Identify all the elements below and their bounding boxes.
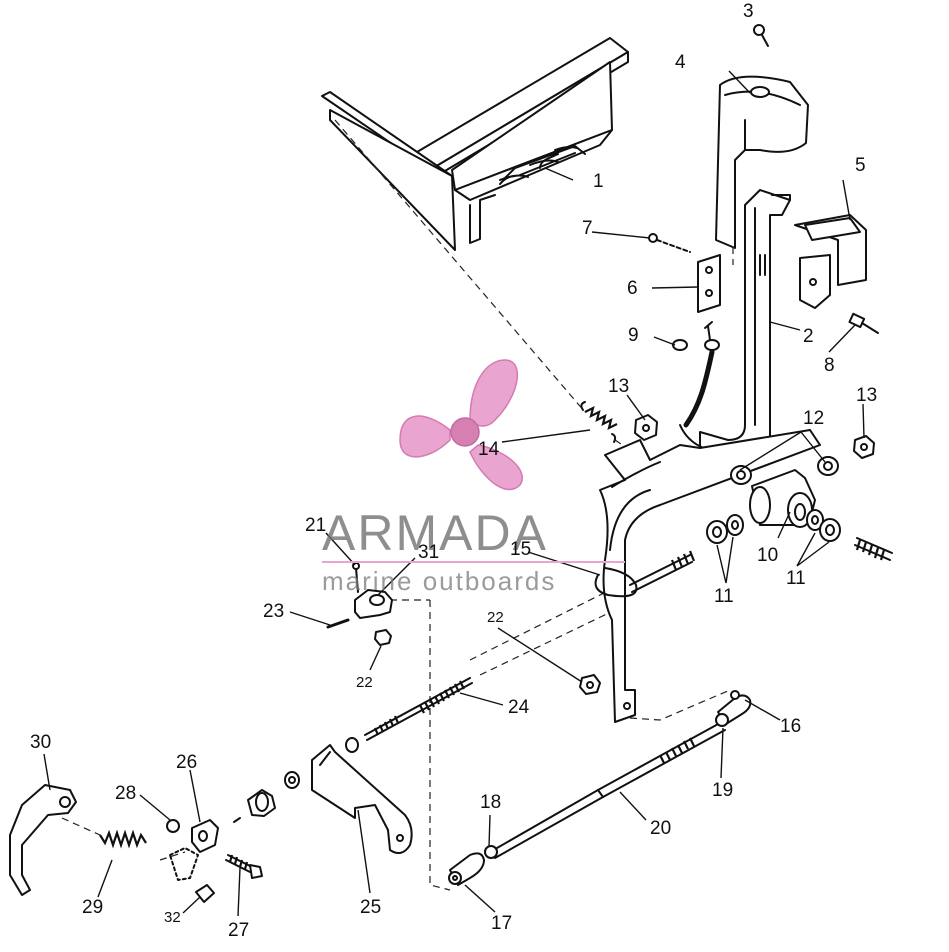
part-30-lever [9, 784, 77, 896]
callout-16: 16 [780, 716, 801, 737]
callout-9: 9 [628, 325, 639, 346]
part-1-frame-bracket [321, 37, 629, 251]
callout-13b: 13 [856, 385, 877, 406]
part-24-threaded-rod [364, 677, 473, 741]
part-12-washers [730, 456, 839, 485]
callout-21: 21 [305, 515, 326, 536]
part-26-clevis [191, 819, 219, 853]
part-shift-lever [599, 429, 821, 723]
propeller-blade-right [469, 444, 523, 491]
callout-6: 6 [627, 278, 638, 299]
part-7-screw [648, 233, 691, 253]
propeller-hub [450, 417, 480, 447]
part-3-screw [753, 24, 769, 47]
callout-24: 24 [508, 697, 530, 718]
part-15-clip [594, 567, 638, 598]
threaded-studs [629, 537, 893, 593]
part-6-plate [697, 254, 721, 313]
watermark-brand: ARMADA [322, 505, 548, 561]
callout-10: 10 [757, 545, 778, 566]
callout-29: 29 [82, 897, 103, 918]
propeller-blade-top [469, 359, 519, 427]
callout-23: 23 [263, 601, 284, 622]
part-11-washers [706, 509, 841, 544]
watermark-subtitle: marine outboards [322, 566, 556, 596]
callout-26: 26 [176, 752, 197, 773]
callout-30: 30 [30, 732, 51, 753]
callout-1: 1 [593, 171, 604, 192]
part-18-nut [484, 845, 498, 859]
callout-17: 17 [491, 913, 512, 934]
callout-25: 25 [360, 897, 381, 918]
callout-20: 20 [650, 818, 671, 839]
propeller-blade-left [399, 415, 451, 458]
part-31-pivot-bracket [354, 589, 393, 619]
callout-18: 18 [480, 792, 501, 813]
part-22-nut-b [579, 674, 601, 695]
part-32-fitting [169, 847, 215, 903]
callout-7: 7 [582, 218, 593, 239]
part-4-handle-cap [715, 75, 809, 249]
part-20-rod [489, 722, 726, 859]
callout-4: 4 [675, 52, 686, 73]
part-29-spring [99, 829, 147, 849]
part-9-washer [672, 321, 720, 351]
part-14-spring [580, 401, 618, 443]
callout-15: 15 [510, 539, 531, 560]
part-28-nut [166, 819, 180, 833]
part-8-screw [848, 312, 879, 334]
callout-19: 19 [712, 780, 733, 801]
watermark-propeller-logo [399, 359, 523, 491]
part-13-nuts [634, 414, 875, 459]
callout-11a: 11 [714, 586, 734, 607]
callout-27: 27 [228, 920, 249, 941]
rod-end-hardware [233, 737, 359, 823]
part-10-bushing [749, 469, 816, 528]
part-23-pin [326, 618, 350, 629]
callout-5: 5 [855, 155, 866, 176]
callout-labels: 1 2 3 4 5 6 7 8 9 10 11 11 12 13 13 14 1… [30, 1, 877, 941]
callout-32: 32 [164, 909, 181, 926]
callout-28: 28 [115, 783, 136, 804]
callout-8: 8 [824, 355, 835, 376]
part-5-bracket [794, 214, 867, 309]
assembly-guide-lines [61, 119, 734, 891]
callout-11b: 11 [786, 568, 806, 589]
callout-14: 14 [478, 439, 500, 460]
callout-13a: 13 [608, 376, 629, 397]
callout-22b: 22 [356, 674, 373, 691]
callout-31: 31 [418, 542, 439, 563]
callout-2: 2 [803, 326, 814, 347]
part-27-bolt [225, 854, 263, 879]
callout-3: 3 [743, 1, 754, 22]
part-17-rod-end [448, 852, 485, 886]
part-2-control-handle [699, 189, 791, 465]
part-22-nut-a [374, 629, 392, 646]
leader-lines [43, 70, 865, 917]
part-19-nut [715, 713, 729, 727]
callout-12: 12 [803, 408, 824, 429]
part-25-mount-bracket [311, 744, 413, 855]
callout-22a: 22 [487, 609, 504, 626]
